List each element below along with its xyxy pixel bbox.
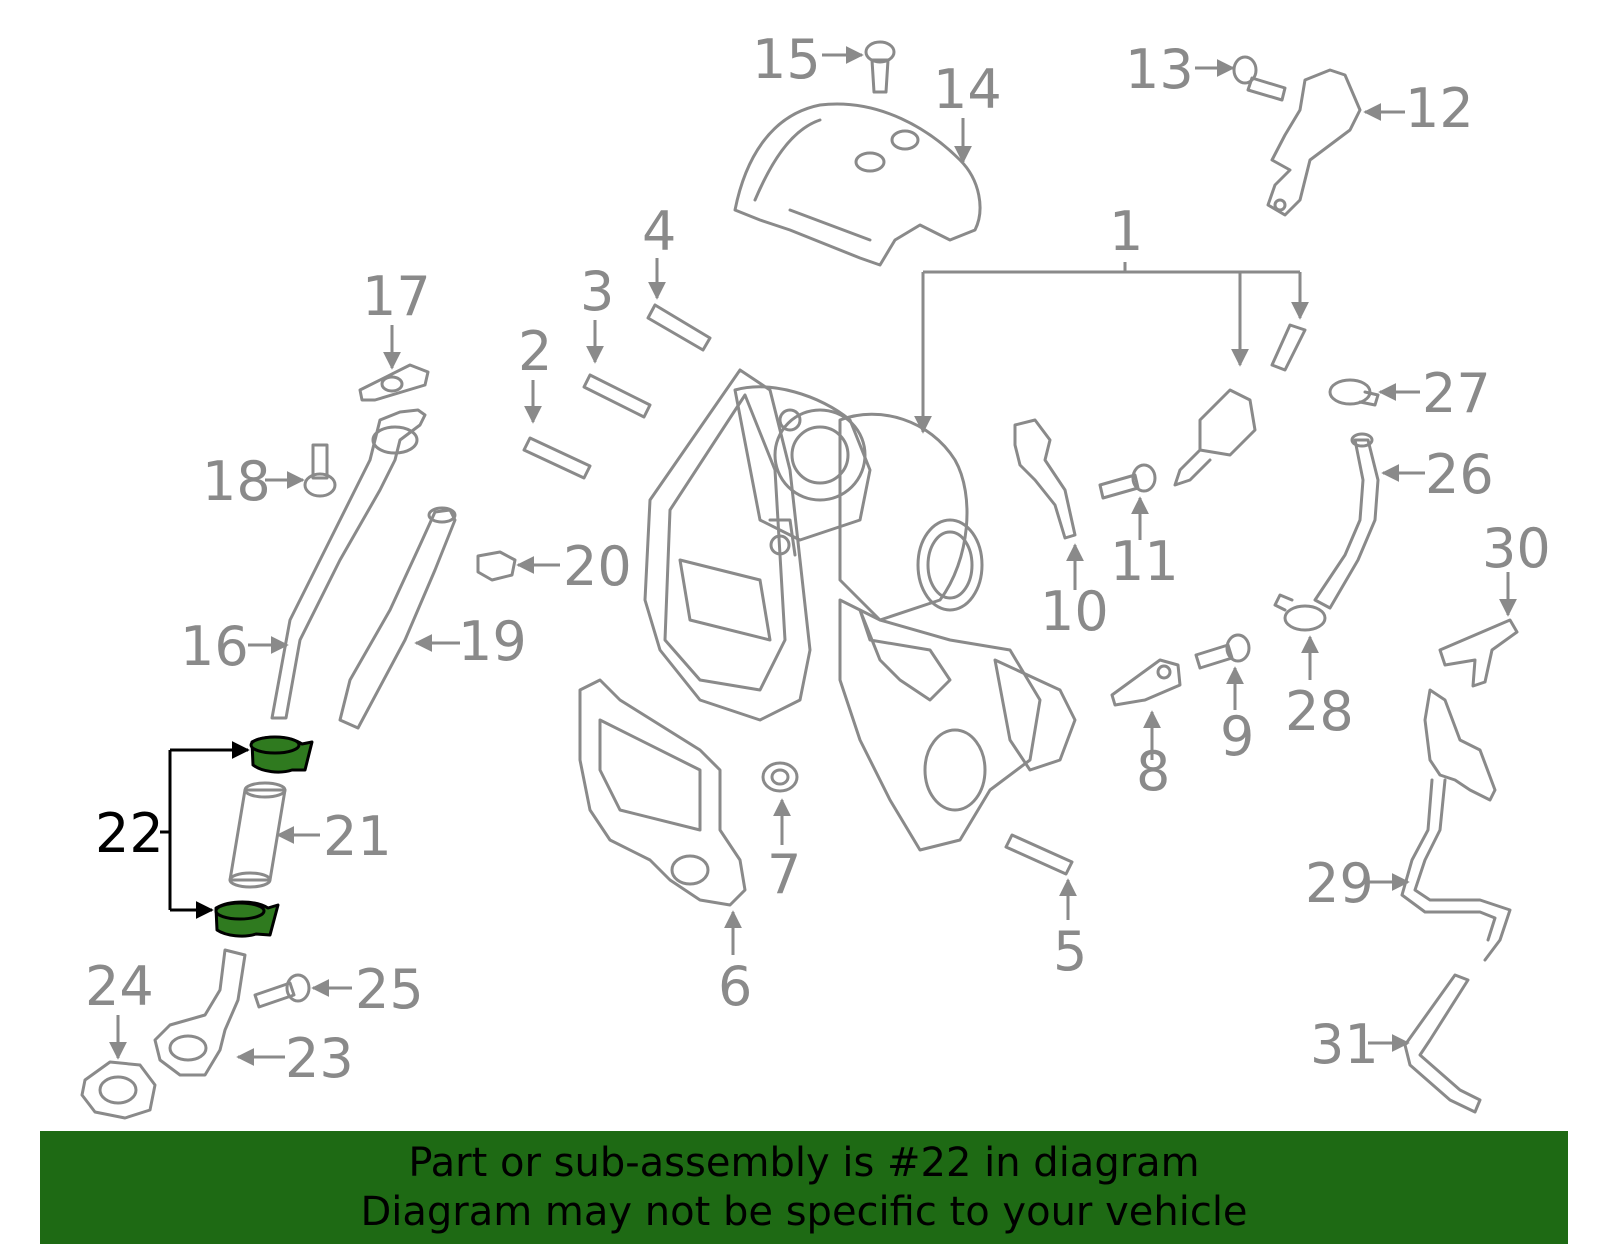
banner-line-2: Diagram may not be specific to your vehi… [360, 1189, 1248, 1235]
callout-28: 28 [1285, 680, 1354, 743]
callout-16: 16 [180, 615, 249, 678]
callout-26: 26 [1425, 443, 1494, 506]
shield-10 [1013, 418, 1084, 590]
callout-1: 1 [1109, 200, 1143, 263]
clamp-20 [476, 550, 560, 582]
gasket-17 [358, 325, 430, 402]
callout-25: 25 [355, 958, 424, 1021]
bolt-18 [265, 443, 337, 498]
callout-6: 6 [718, 955, 752, 1018]
callout-9: 9 [1220, 705, 1254, 768]
pipe-30 [1438, 572, 1519, 688]
callout-5: 5 [1053, 920, 1087, 983]
stud-4 [646, 258, 712, 352]
info-banner: Part or sub-assembly is #22 in diagram D… [40, 1131, 1568, 1244]
callout-20: 20 [563, 535, 632, 598]
callout-19: 19 [458, 610, 527, 673]
callout-1-leaders [914, 262, 1309, 434]
pipe-16 [248, 408, 427, 720]
gasket-24 [80, 1015, 157, 1120]
stud-3 [582, 320, 652, 419]
callout-2: 2 [518, 320, 552, 383]
hose-26 [1313, 432, 1425, 610]
callout-10: 10 [1040, 580, 1109, 643]
callout-27: 27 [1422, 362, 1491, 425]
callout-11: 11 [1110, 530, 1179, 593]
bracket-12 [1266, 68, 1405, 217]
callout-14: 14 [933, 58, 1002, 121]
callout-22[interactable]: 22 [95, 802, 164, 865]
bracket-8 [1110, 658, 1182, 760]
callout-24: 24 [85, 955, 154, 1018]
callout-8: 8 [1136, 740, 1170, 803]
bolt-15 [822, 40, 896, 94]
clamp-22-highlighted[interactable] [160, 735, 314, 938]
stud-5 [1004, 833, 1077, 920]
callout-21: 21 [323, 805, 392, 868]
gasket-6 [578, 678, 747, 955]
stud-2 [522, 380, 592, 480]
pipe-31 [1368, 973, 1482, 1114]
callout-18: 18 [202, 450, 271, 513]
callout-3: 3 [580, 260, 614, 323]
turbocharger-assembly [643, 368, 1077, 852]
bolt-11 [1098, 463, 1157, 540]
callout-4: 4 [642, 200, 676, 263]
clamp-27 [1328, 378, 1420, 407]
callout-7: 7 [767, 843, 801, 906]
bolt-9 [1194, 633, 1251, 710]
callout-labels: 1 2 3 4 5 6 7 8 9 10 11 12 13 14 15 16 1… [85, 28, 1551, 1090]
pipe-29 [1368, 688, 1512, 962]
callout-23: 23 [285, 1027, 354, 1090]
banner-line-1: Part or sub-assembly is #22 in diagram [408, 1140, 1200, 1186]
nut-7 [761, 761, 799, 845]
turbo-sensor [1173, 323, 1307, 487]
callout-12: 12 [1405, 77, 1474, 140]
callout-15: 15 [752, 28, 821, 91]
callout-31: 31 [1310, 1013, 1379, 1076]
hose-21 [228, 781, 320, 889]
callout-13: 13 [1125, 38, 1194, 101]
pipe-23 [153, 948, 285, 1077]
bolt-13 [1195, 55, 1287, 102]
callout-29: 29 [1305, 852, 1374, 915]
callout-17: 17 [362, 265, 431, 328]
hose-19 [338, 506, 460, 730]
heat-shield-14 [733, 102, 982, 267]
callout-30: 30 [1482, 517, 1551, 580]
bolt-25 [253, 973, 352, 1009]
clamp-28 [1273, 593, 1327, 680]
